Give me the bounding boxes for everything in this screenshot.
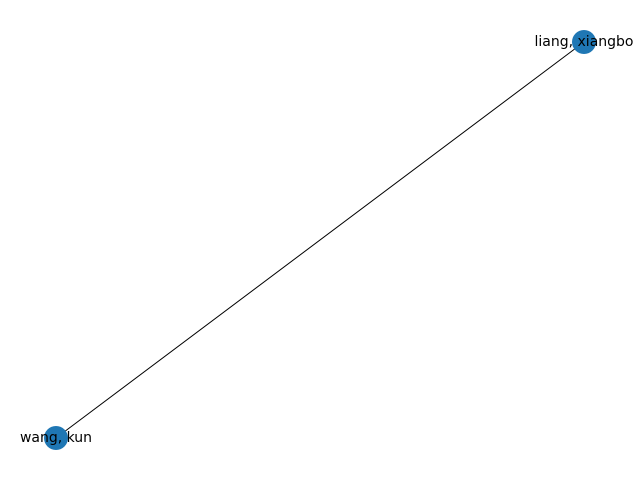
node-wang: [44, 426, 68, 450]
node-label-wang: wang, kun: [20, 430, 92, 446]
node-label-liang: liang, xiangbo: [535, 34, 634, 50]
edge-wang-liang: [55, 41, 585, 439]
node-liang: [572, 30, 596, 54]
